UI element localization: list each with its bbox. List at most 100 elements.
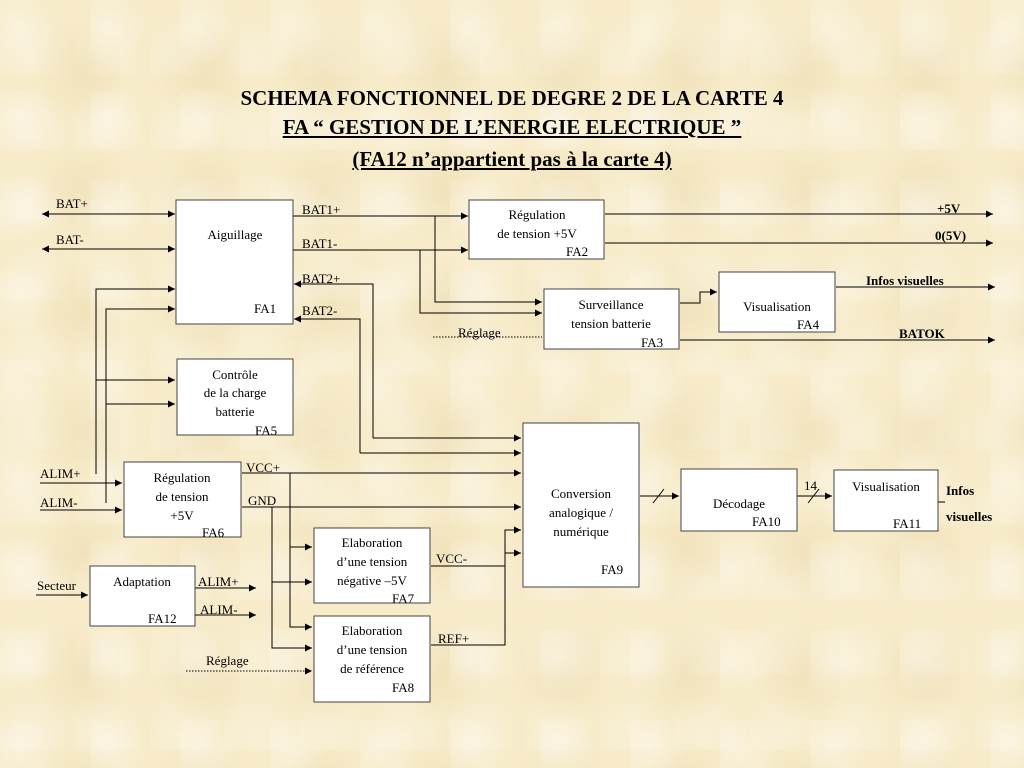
block-fa3-code: FA3 [641, 335, 663, 350]
connections [36, 210, 995, 675]
block-fa12-code: FA12 [148, 611, 177, 626]
label-bat2-minus: BAT2- [302, 303, 337, 318]
label-reglage-fa3: Réglage [458, 325, 501, 340]
label-batok: BATOK [899, 326, 946, 341]
wire-gnd-to-fa8 [271, 507, 312, 652]
block-fa6-label-2: de tension [155, 489, 209, 504]
block-fa7-label-2: d’une tension [337, 554, 408, 569]
wire-bat2-minus [294, 315, 361, 453]
wire-fa3-to-fa4 [680, 288, 717, 304]
title-line-2: FA “ GESTION DE L’ENERGIE ELECTRIQUE ” [282, 115, 742, 139]
block-fa5-frame [176, 358, 294, 436]
label-gnd: GND [248, 493, 276, 508]
title-line-1: SCHEMA FONCTIONNEL DE DEGRE 2 DE LA CART… [240, 86, 784, 110]
block-fa10: Décodage FA10 [680, 468, 798, 532]
block-fa7-label-1: Elaboration [342, 535, 403, 550]
block-fa12: Adaptation FA12 [89, 565, 196, 627]
block-fa9-label-3: numérique [553, 524, 609, 539]
wire-bat1-minus-to-fa3 [419, 250, 542, 317]
block-fa5-label-3: batterie [216, 404, 255, 419]
wire-ref-plus [431, 549, 521, 646]
block-fa7-code: FA7 [392, 591, 415, 606]
wire-bat2-plus [294, 280, 374, 438]
label-alim-plus-out: ALIM+ [198, 574, 239, 589]
block-fa9-code: FA9 [601, 562, 623, 577]
block-fa9-label-2: analogique / [549, 505, 613, 520]
block-fa3: Surveillance tension batterie FA3 [543, 288, 680, 350]
block-fa12-frame [89, 565, 196, 627]
label-bat-plus: BAT+ [56, 196, 88, 211]
label-bat2-plus: BAT2+ [302, 271, 340, 286]
block-fa3-frame [543, 288, 680, 350]
block-fa4-label: Visualisation [743, 299, 811, 314]
block-fa11-frame [833, 469, 939, 532]
block-fa2-code: FA2 [566, 244, 588, 259]
block-fa8-label-1: Elaboration [342, 623, 403, 638]
wire-alim-plus-to-fa1 [95, 285, 175, 474]
block-fa5-code: FA5 [255, 423, 277, 438]
block-fa8-frame [313, 615, 431, 703]
block-fa8: Elaboration d’une tension de référence F… [313, 615, 431, 703]
label-infos-visuelles: Infos visuelles [866, 273, 944, 288]
wire-bat1-plus-to-fa3 [434, 216, 542, 306]
label-out-5v: +5V [937, 201, 961, 216]
label-vcc-plus: VCC+ [246, 460, 280, 475]
label-infos-fa11-2: visuelles [946, 509, 992, 524]
block-fa8-label-2: d’une tension [337, 642, 408, 657]
block-fa10-frame [680, 468, 798, 532]
label-secteur: Secteur [37, 578, 77, 593]
block-fa1-frame [175, 199, 294, 325]
block-fa3-label-1: Surveillance [579, 297, 644, 312]
block-fa4: Visualisation FA4 [718, 271, 836, 333]
block-fa9-label-1: Conversion [551, 486, 611, 501]
label-alim-minus-out: ALIM- [200, 602, 238, 617]
block-fa6-label-1: Régulation [153, 470, 211, 485]
block-fa7-frame [313, 527, 431, 604]
label-out-0v: 0(5V) [935, 228, 966, 243]
block-fa4-frame [718, 271, 836, 333]
block-fa8-label-3: de référence [340, 661, 404, 676]
block-fa6-label-3: +5V [170, 508, 194, 523]
block-fa5: Contrôle de la charge batterie FA5 [176, 358, 294, 438]
label-alim-plus-in: ALIM+ [40, 466, 81, 481]
label-vcc-minus: VCC- [436, 551, 467, 566]
block-fa4-code: FA4 [797, 317, 820, 332]
block-fa1-label: Aiguillage [208, 227, 263, 242]
block-fa6: Régulation de tension +5V FA6 [123, 461, 242, 540]
block-fa2-label-1: Régulation [508, 207, 566, 222]
block-fa6-code: FA6 [202, 525, 225, 540]
label-bat-minus: BAT- [56, 232, 84, 247]
block-fa1-code: FA1 [254, 301, 276, 316]
label-alim-minus-in: ALIM- [40, 495, 78, 510]
block-fa9: Conversion analogique / numérique FA9 [522, 422, 640, 588]
block-fa8-code: FA8 [392, 680, 414, 695]
signal-labels: BAT+ BAT- BAT1+ BAT1- BAT2+ BAT2- +5V 0(… [37, 196, 992, 668]
block-fa2-label-2: de tension +5V [497, 226, 577, 241]
block-fa9-frame [522, 422, 640, 588]
bus-slash-1 [652, 488, 665, 504]
wire-vcc-plus-to-fa8 [289, 473, 312, 631]
label-bus-width: 14 [804, 478, 818, 493]
block-fa3-label-2: tension batterie [571, 316, 651, 331]
title-line-3: (FA12 n’appartient pas à la carte 4) [352, 147, 672, 171]
block-fa11-label: Visualisation [852, 479, 920, 494]
block-fa6-frame [123, 461, 242, 538]
label-reglage-fa8: Réglage [206, 653, 249, 668]
label-bat1-minus: BAT1- [302, 236, 337, 251]
block-fa12-label: Adaptation [113, 574, 171, 589]
label-ref-plus: REF+ [438, 631, 469, 646]
block-fa5-label-2: de la charge [204, 385, 267, 400]
block-fa11: Visualisation FA11 [833, 469, 939, 532]
block-fa1: Aiguillage FA1 [175, 199, 294, 325]
wire-alim-minus-to-fa1 [105, 305, 175, 503]
block-fa7: Elaboration d’une tension négative –5V F… [313, 527, 431, 606]
label-infos-fa11-1: Infos [946, 483, 974, 498]
block-fa10-label: Décodage [713, 496, 765, 511]
label-bat1-plus: BAT1+ [302, 202, 340, 217]
block-fa11-code: FA11 [893, 516, 921, 531]
block-fa2: Régulation de tension +5V FA2 [468, 199, 605, 260]
block-fa10-code: FA10 [752, 514, 781, 529]
wire-vcc-minus [431, 526, 521, 567]
block-fa7-label-3: négative –5V [337, 573, 407, 588]
